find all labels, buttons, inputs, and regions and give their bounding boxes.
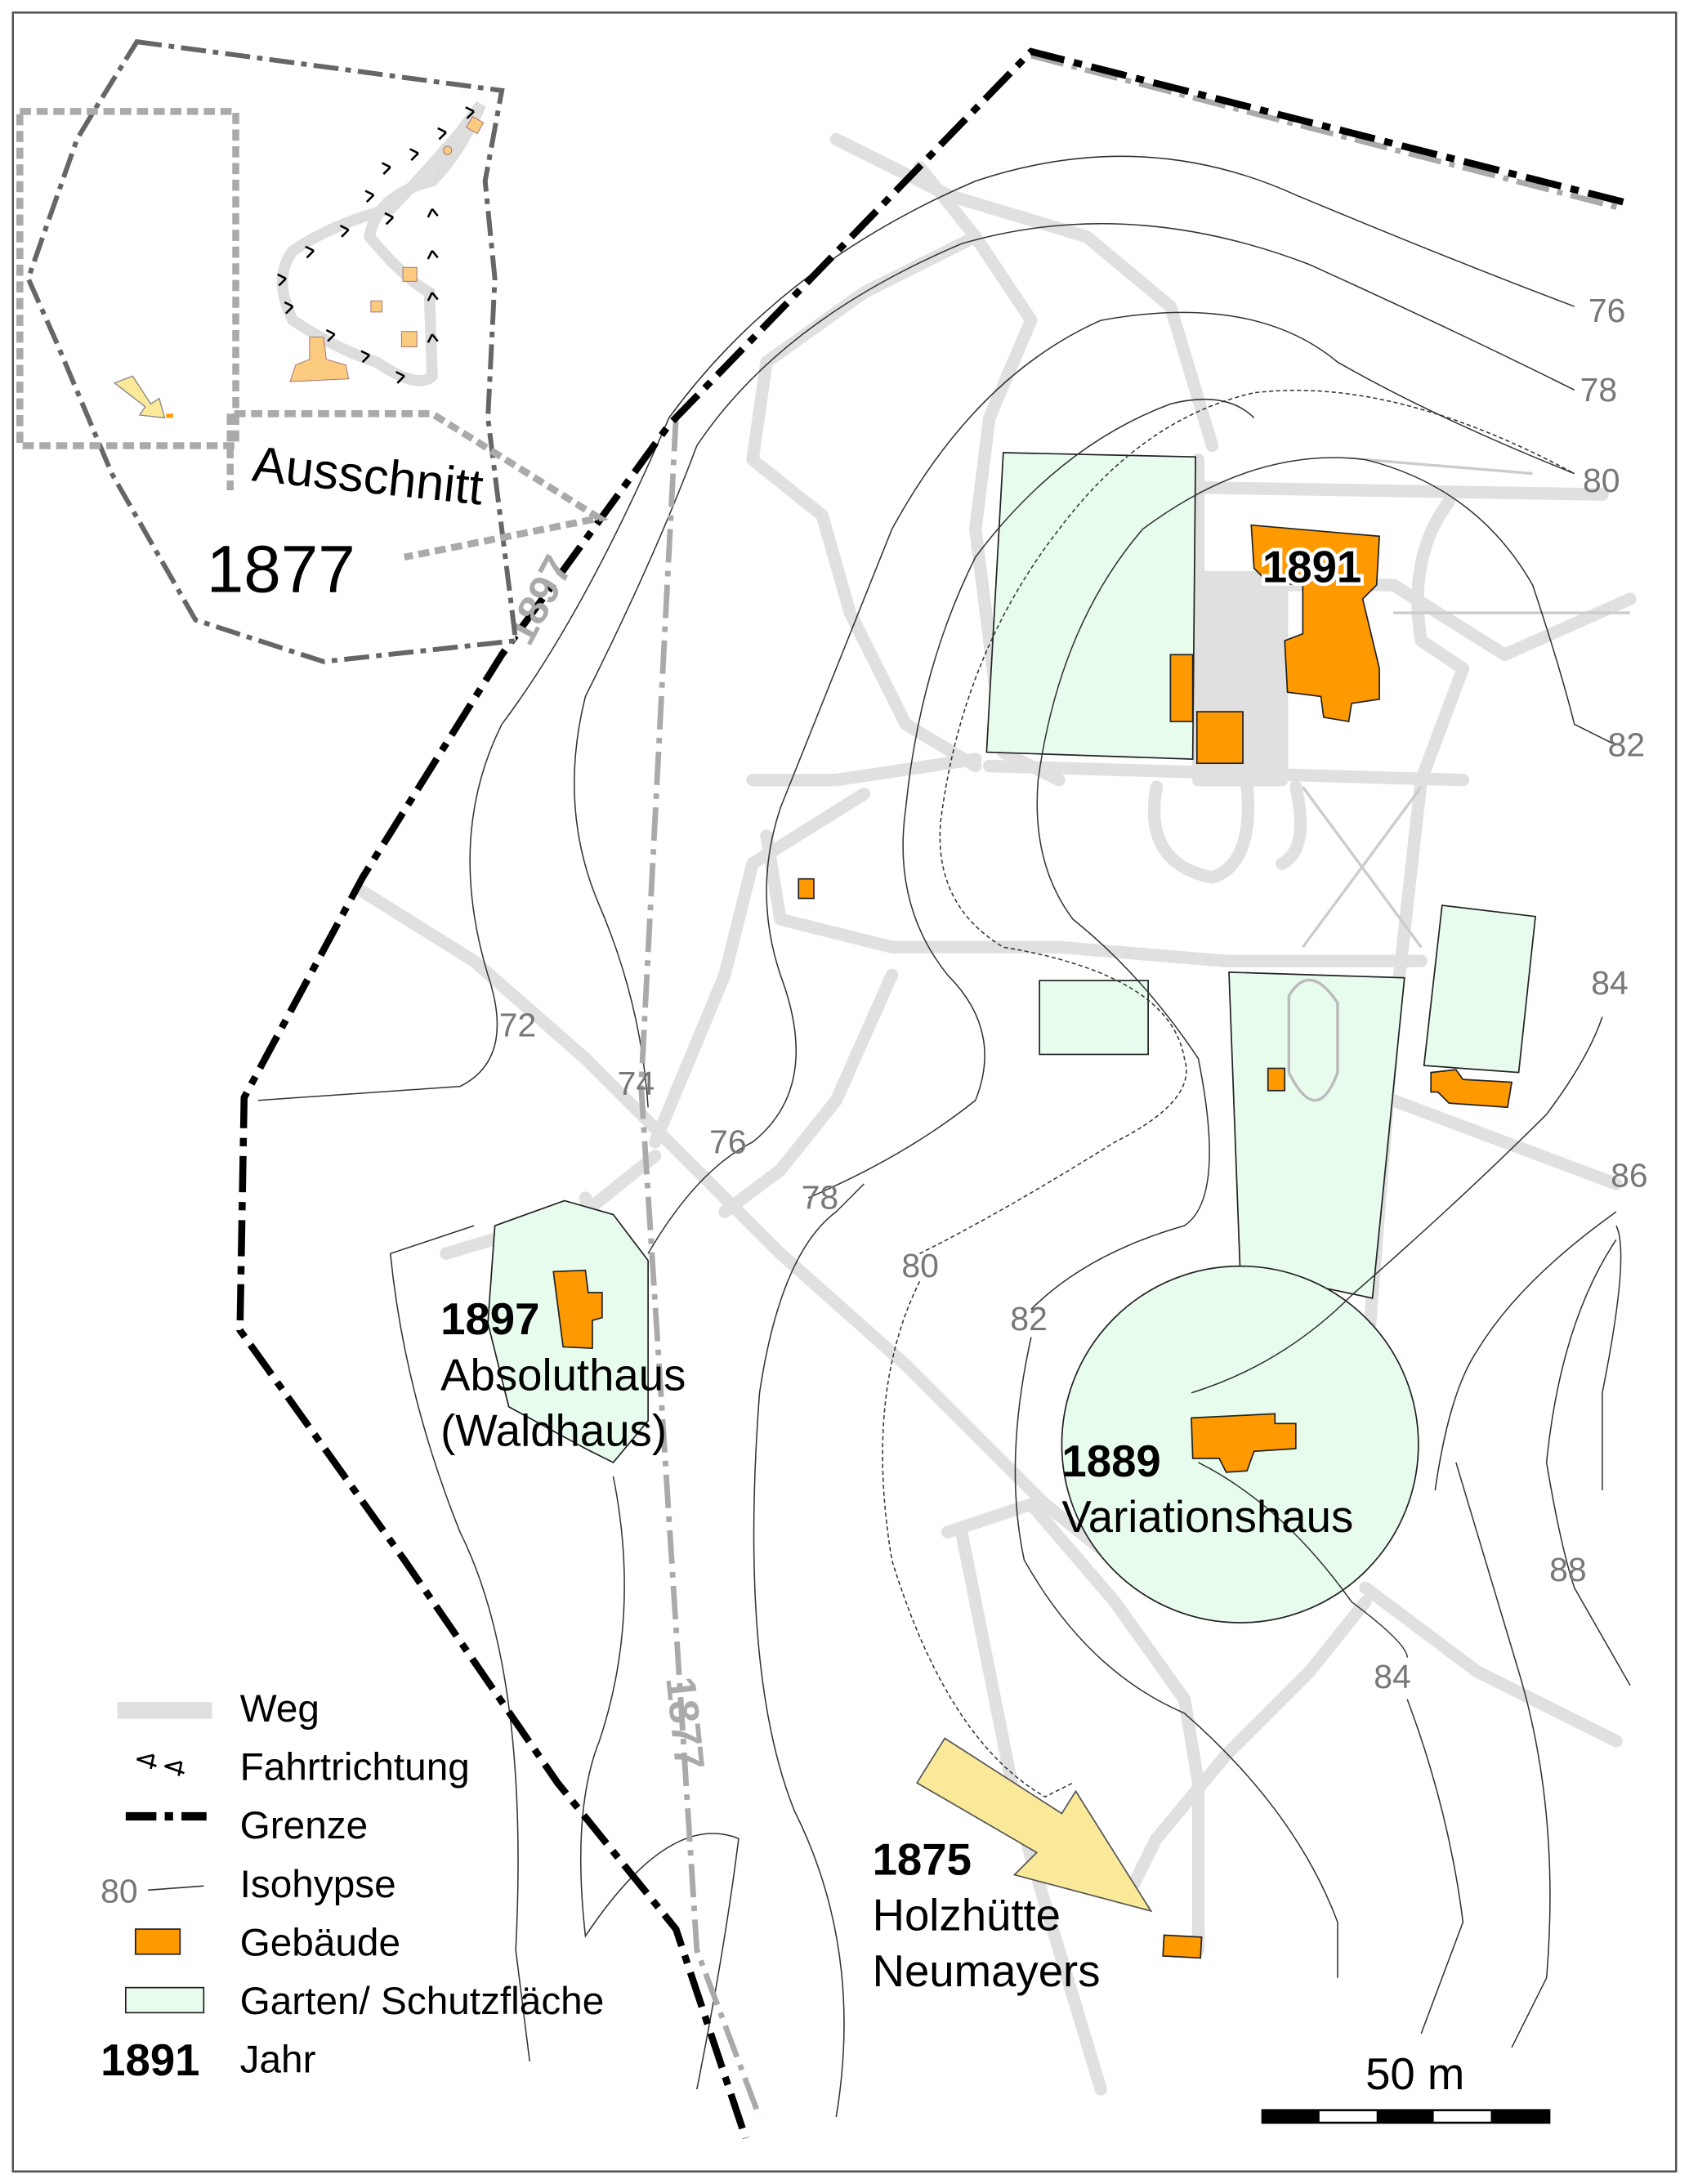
contours-layer xyxy=(257,155,1631,2118)
building-garden xyxy=(1267,1067,1286,1092)
building-small xyxy=(798,878,815,900)
contour-labels: 72 74 76 78 80 82 84 76 78 80 82 84 86 8… xyxy=(499,292,1648,1695)
arrow-1875-icon xyxy=(915,1737,1153,1913)
map-label: 88 xyxy=(1549,1551,1587,1588)
map-label: 84 xyxy=(1591,964,1629,1002)
legend-label-grenze: Grenze xyxy=(240,1804,368,1847)
building-1889 xyxy=(1191,1413,1297,1473)
map-label: 76 xyxy=(709,1123,747,1161)
label-name-variationshaus: Variationshaus xyxy=(1061,1492,1353,1542)
map-label: 82 xyxy=(1608,726,1646,764)
label-year-1889: 1889 xyxy=(1061,1436,1160,1486)
label-name-waldhaus: (Waldhaus) xyxy=(440,1405,667,1455)
label-year-1897: 1897 xyxy=(440,1294,539,1344)
inset-year-label: 1877 xyxy=(207,533,355,607)
building-1891-annex2 xyxy=(1195,711,1244,765)
label-name-holzhuette: Holzhütte xyxy=(873,1891,1061,1941)
inset-map-1877: Ausschnitt 1877 xyxy=(16,38,609,664)
label-year-1875: 1875 xyxy=(873,1835,972,1885)
map-label: 86 xyxy=(1611,1156,1648,1194)
garden-small xyxy=(1039,980,1149,1056)
legend-label-weg: Weg xyxy=(240,1687,319,1731)
legend-path-symbol xyxy=(117,1702,212,1719)
boundary-1877 xyxy=(638,52,1624,2119)
building-1891 xyxy=(1250,524,1381,723)
map-frame xyxy=(11,11,1678,2173)
legend-label-gebaeude: Gebäude xyxy=(240,1921,400,1964)
scale-bar-label: 50 m xyxy=(1365,2049,1464,2099)
building-1897 xyxy=(552,1269,603,1350)
map-label: 80 xyxy=(1583,462,1620,499)
map-label: 82 xyxy=(1010,1300,1048,1338)
legend: Weg Fahrtrichtung Grenze 80 Isohypse Geb… xyxy=(101,1687,604,2085)
buildings-layer xyxy=(552,524,1513,1959)
boundary-label-1877: 1877 xyxy=(657,1674,713,1771)
legend-building-symbol xyxy=(134,1928,181,1955)
label-name-absoluthaus: Absoluthaus xyxy=(440,1350,686,1400)
map-label: 76 xyxy=(1588,292,1626,329)
map-label: 84 xyxy=(1374,1658,1411,1695)
legend-label-isohypse: Isohypse xyxy=(240,1863,396,1906)
map-label: 74 xyxy=(618,1065,655,1102)
legend-label-jahr: Jahr xyxy=(240,2039,316,2082)
building-1891-annex xyxy=(1169,654,1194,722)
map-label: 78 xyxy=(802,1179,839,1217)
legend-label-garten: Garten/ Schutzfläche xyxy=(240,1980,605,2023)
direction-arrows xyxy=(277,106,475,384)
garden-center xyxy=(1228,971,1405,1299)
legend-contour-sample: 80 xyxy=(101,1873,138,1910)
map-label: 78 xyxy=(1580,371,1618,409)
garden-east xyxy=(1423,904,1536,1074)
scale-bar: 50 m xyxy=(1261,2049,1551,2124)
boundary-grenze xyxy=(236,47,1624,2140)
map-label: 80 xyxy=(901,1247,939,1284)
legend-year-sample: 1891 xyxy=(101,2035,199,2085)
building-1875 xyxy=(1162,1934,1203,1959)
legend-garden-symbol xyxy=(125,1986,205,2014)
label-name-neumayers: Neumayers xyxy=(873,1946,1101,1996)
legend-arrows-icon xyxy=(136,1753,185,1776)
map-label: 72 xyxy=(499,1006,537,1043)
label-year-1891: 1891 xyxy=(1262,543,1361,592)
building-east xyxy=(1430,1069,1513,1109)
legend-label-fahrtrichtung: Fahrtrichtung xyxy=(240,1746,470,1789)
